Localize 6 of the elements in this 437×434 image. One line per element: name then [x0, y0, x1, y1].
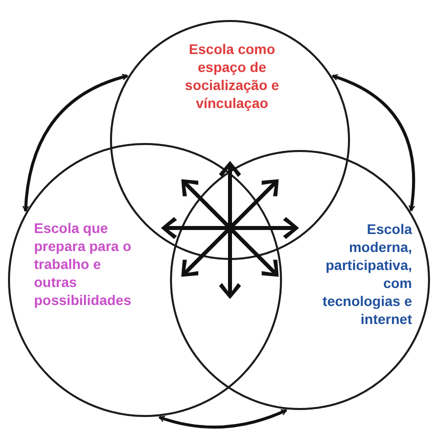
circle-label: Escola que prepara para o trabalho e outras possibilidades: [34, 219, 132, 309]
curved-arrow: [22, 74, 128, 212]
circle-label: Escola moderna, participativa, com tecnologias e internet: [322, 220, 412, 328]
circle-label: Escola como espaço de socialização e vínculaçao: [184, 40, 280, 112]
curved-arrow: [158, 408, 287, 429]
curved-arrow: [332, 74, 416, 212]
